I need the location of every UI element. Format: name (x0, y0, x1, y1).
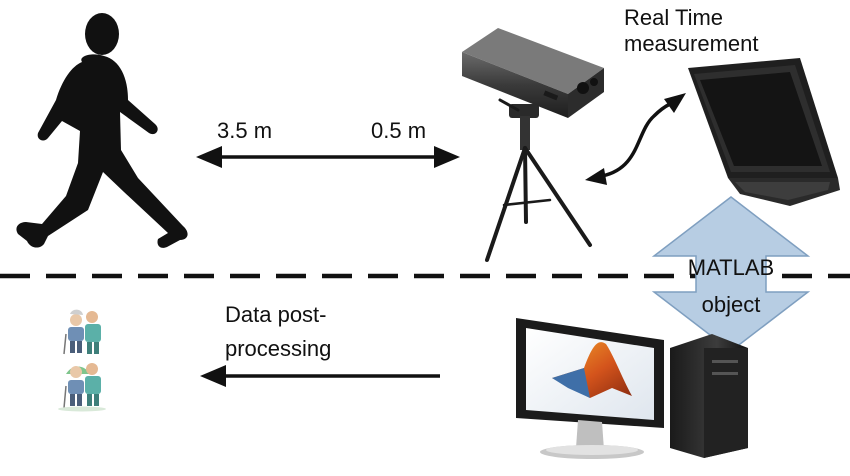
laptop-icon (688, 58, 840, 206)
matlab-logo-icon (552, 342, 632, 398)
distance-arrow (196, 146, 460, 168)
postprocessing-label-line1: Data post- (225, 302, 327, 327)
realtime-label-line2: measurement (624, 31, 759, 57)
distance-label-far: 3.5 m (217, 118, 273, 143)
postprocessing-label-line2: processing (225, 336, 332, 361)
postprocessing-label: Data post- processing (225, 298, 331, 366)
matlab-label-line1: MATLAB (687, 255, 775, 280)
tripod-icon (485, 98, 592, 262)
camera-laptop-arrow (585, 93, 686, 185)
postprocessing-arrow (200, 365, 440, 387)
realtime-label-line1: Real Time (624, 5, 724, 30)
matlab-label: MATLAB object (660, 249, 802, 323)
matlab-label-line2: object (701, 292, 761, 317)
desktop-tower-icon (670, 334, 748, 458)
elderly-people-icon (63, 309, 101, 355)
elderly-people-icon-2 (58, 363, 106, 412)
depth-camera-icon (462, 28, 604, 118)
walking-person-icon (16, 13, 188, 248)
distance-label-near: 0.5 m (371, 118, 427, 143)
realtime-label: Real Time measurement (624, 5, 759, 58)
